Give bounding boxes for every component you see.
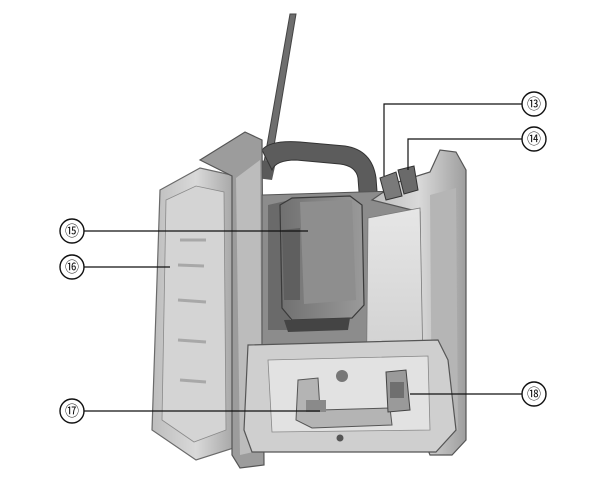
top-controls — [379, 165, 419, 201]
callout-17: ⑰ — [59, 398, 85, 424]
callout-14-label: ⑭ — [527, 131, 541, 147]
callout-16: ⑯ — [59, 254, 85, 280]
callout-15: ⑮ — [59, 218, 85, 244]
leader-14 — [407, 138, 522, 170]
battery-pack — [279, 195, 365, 332]
callout-13-label: ⑬ — [527, 96, 541, 112]
leader-lines — [84, 103, 522, 412]
left-casing — [151, 167, 241, 461]
callout-13: ⑬ — [521, 91, 547, 117]
callout-14: ⑭ — [521, 126, 547, 152]
callout-18: ⑱ — [521, 381, 547, 407]
callout-18-label: ⑱ — [527, 386, 541, 402]
battery-bay — [243, 339, 457, 453]
callout-17-label: ⑰ — [65, 403, 79, 419]
leader-13 — [383, 103, 522, 176]
battery-latch — [295, 377, 393, 429]
callout-15-label: ⑮ — [65, 223, 79, 239]
release-latch — [385, 369, 411, 413]
callout-16-label: ⑯ — [65, 259, 79, 275]
